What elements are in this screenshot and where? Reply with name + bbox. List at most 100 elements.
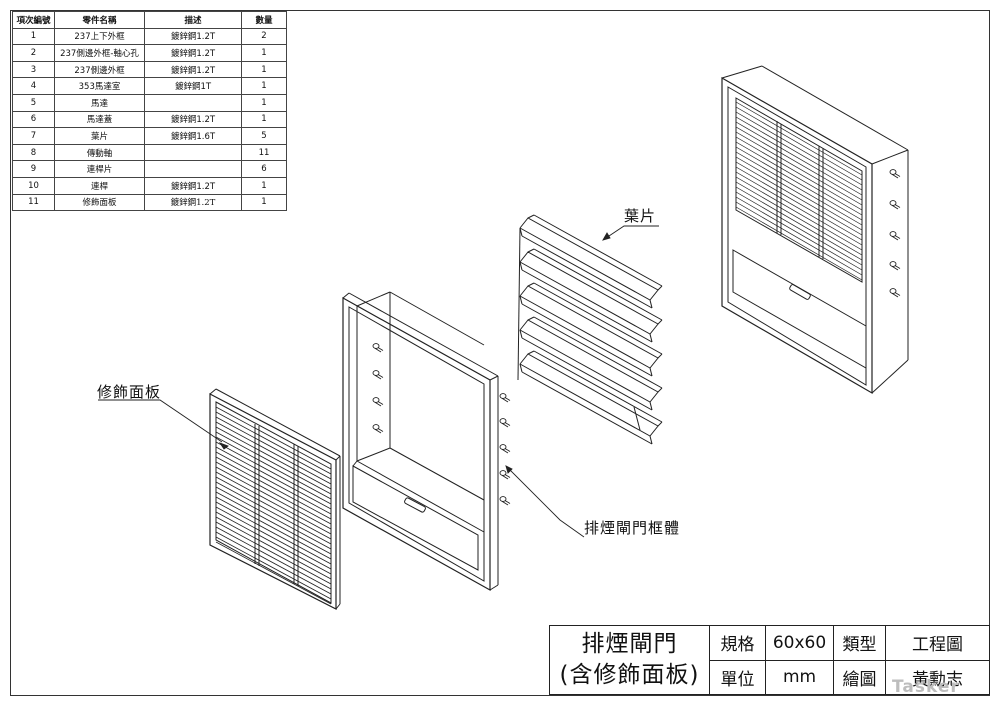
trim-slat-line	[215, 436, 332, 500]
cell-part-name: 修飾面板	[54, 193, 145, 212]
blade-edge-line	[649, 367, 653, 377]
trim-slat-line	[215, 491, 332, 555]
trim-slat-line	[215, 501, 332, 565]
blade-edge-line	[521, 303, 653, 377]
title-block: 排煙閘門 (含修飾面板) 規格 60x60 類型 工程圖 單位 mm 繪圖 黃勳…	[549, 625, 990, 695]
blade-edge-line	[657, 353, 663, 359]
callout-blade: 葉片	[624, 207, 657, 225]
spec-label: 規格	[709, 625, 766, 661]
assembled-slat-line	[735, 136, 863, 211]
assembled-slat-line	[735, 161, 863, 236]
blade-edge-line	[657, 421, 663, 427]
trim-slat-line	[215, 536, 332, 600]
blade-edge-line	[527, 282, 535, 287]
table-row: 9 連桿片 6	[12, 160, 287, 178]
trim-slat-line	[215, 406, 332, 470]
assembled-slat-line	[735, 131, 863, 206]
assembled-slat-line	[735, 106, 863, 181]
trim-slat-line	[215, 541, 332, 605]
blade-edge-line	[533, 248, 663, 321]
blade-edge-line	[527, 214, 535, 219]
callout-trim-panel: 修飾面板	[97, 383, 162, 401]
drawing-title: 排煙閘門 (含修飾面板)	[549, 625, 710, 695]
blade-edge-line	[521, 269, 653, 343]
blade-edge-line	[657, 387, 663, 393]
trim-slat-line	[215, 441, 332, 505]
assembled-slat-line	[735, 186, 863, 261]
blade-edge-line	[649, 333, 653, 343]
assembled-slat-line	[735, 191, 863, 266]
blade-edge-line	[649, 401, 653, 411]
assembled-slat-line	[735, 201, 863, 276]
callout-frame-body: 排煙閘門框體	[584, 519, 681, 537]
spec-value: 60x60	[765, 625, 834, 661]
blade-edge-line	[521, 337, 653, 411]
blade-shaft-line	[633, 406, 641, 431]
trim-slat-line	[215, 516, 332, 580]
trim-slat-line	[215, 481, 332, 545]
trim-slat-line	[215, 456, 332, 520]
drawing-title-line2: (含修飾面板)	[559, 662, 700, 688]
assembled-slat-line	[735, 121, 863, 196]
assembled-slat-line	[735, 196, 863, 271]
assembled-slat-line	[735, 141, 863, 216]
table-row: 6 馬達蓋 鍍鋅鋼1.2T 1	[12, 110, 287, 129]
leader-blade	[605, 225, 659, 239]
blade-edge-line	[519, 363, 523, 373]
assembled-slat-line	[735, 156, 863, 231]
frame-body-part	[342, 291, 511, 592]
cell-quantity: 1	[241, 193, 287, 212]
type-value: 工程圖	[885, 625, 990, 661]
blade-edge-line	[527, 316, 535, 321]
type-label: 類型	[833, 625, 886, 661]
table-row: 7 葉片 鍍鋅鋼1.6T 5	[12, 127, 287, 145]
trim-slat-line	[215, 526, 332, 590]
assembled-slat-line	[735, 171, 863, 246]
assembled-slat-line	[735, 101, 863, 176]
blade-edge-line	[519, 329, 523, 339]
trim-slat-line	[215, 416, 332, 480]
assembled-unit	[721, 65, 909, 395]
blade-edge-line	[533, 350, 663, 423]
leader-frame-body	[507, 467, 585, 538]
blade-edge-line	[649, 435, 653, 445]
trim-slat-line	[215, 506, 332, 570]
drawing-border	[10, 10, 990, 696]
watermark-logo: Tasker	[892, 677, 960, 697]
cell-item-no: 11	[12, 193, 55, 212]
trim-slat-line	[215, 486, 332, 550]
blade-edge-line	[649, 299, 653, 309]
trim-slat-line	[215, 511, 332, 575]
blade-edge-line	[657, 319, 663, 325]
blade-edge-line	[521, 235, 653, 309]
trim-panel-part	[209, 388, 341, 610]
trim-slat-line	[215, 451, 332, 515]
trim-slat-line	[215, 461, 332, 525]
trim-slat-line	[215, 426, 332, 490]
table-row: 3 237側邊外框 鍍鋅鋼1.2T 1	[12, 60, 287, 79]
trim-slat-line	[215, 496, 332, 560]
unit-label: 單位	[709, 659, 766, 695]
parts-table-header: 項次編號 零件名稱 描述 數量	[12, 11, 287, 29]
table-row: 5 馬達 1	[12, 93, 287, 112]
trim-slat-line	[215, 411, 332, 475]
blade-edge-line	[527, 248, 535, 253]
blade-set-part	[517, 214, 663, 445]
table-row: 1 237上下外框 鍍鋅鋼1.2T 2	[12, 27, 287, 46]
trim-slat-line	[215, 471, 332, 535]
trim-slat-line	[215, 521, 332, 585]
blade-edge-line	[533, 316, 663, 389]
blade-edge-line	[533, 214, 663, 287]
trim-slat-line	[215, 431, 332, 495]
assembled-slat-line	[735, 166, 863, 241]
trim-slat-line	[215, 531, 332, 595]
drawn-by-value: 黃勳志	[885, 659, 990, 695]
blade-edge-line	[519, 295, 523, 305]
table-row: 4 353馬達室 鍍鋅鋼1T 1	[12, 77, 287, 95]
assembled-slat-line	[735, 176, 863, 251]
drawn-by-label: 繪圖	[833, 659, 886, 695]
trim-slat-line	[215, 476, 332, 540]
drawing-title-line1: 排煙閘門	[581, 631, 678, 657]
